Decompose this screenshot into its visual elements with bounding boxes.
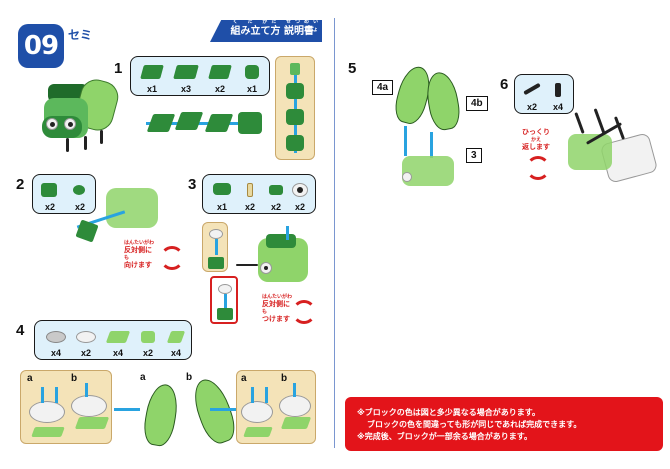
step-4-part-4: x2	[135, 325, 161, 359]
flip-icon	[526, 156, 550, 180]
step-2-number: 2	[16, 176, 25, 193]
step-6-note: ひっくり かえ 返します	[522, 128, 550, 151]
notice-line-3: ※完成後、ブロックが一部余る場合があります。	[357, 432, 532, 441]
step-4-arrow	[210, 408, 236, 411]
step-4-label-a: a	[140, 372, 146, 383]
step-2-parts-box: x2 x2	[32, 174, 96, 214]
step-1-assembly	[146, 108, 266, 140]
rotate-icon	[160, 246, 184, 270]
step-1-part-3: x2	[207, 61, 233, 95]
step-4-subassembly-right: a b	[236, 370, 316, 444]
step-3-eye-panel	[202, 222, 228, 272]
step-6-part-2: x4	[545, 79, 571, 113]
step-2-part-1: x2	[37, 179, 63, 213]
manual-title-ruby: く た かた せつめいしょ	[232, 19, 322, 33]
step-3-number: 3	[188, 176, 197, 193]
step-6-parts-box: x2 x4	[514, 74, 574, 114]
step-6-part-1: x2	[519, 79, 545, 113]
step-4-arrow	[114, 408, 140, 411]
model-number-badge: 09	[18, 24, 64, 68]
step-5-number: 5	[348, 60, 357, 77]
step-3-parts-box: x1 x2 x2 x2	[202, 174, 316, 214]
wing-b	[187, 374, 241, 448]
completed-cicada-model	[38, 75, 122, 156]
step-1-number: 1	[114, 60, 123, 77]
step-5-assembly	[391, 62, 466, 190]
rotate-icon	[292, 300, 316, 324]
step-4-parts-box: x4 x2 x4 x2 x4	[34, 320, 192, 360]
step-3-assembly	[236, 226, 310, 290]
step-1-part-1: x1	[139, 61, 165, 95]
step-3-eye-panel-alt	[210, 276, 238, 324]
step-4-part-2: x2	[73, 325, 99, 359]
color-notice: ※ブロックの色は図と多少異なる場合があります。 ブロックの色を間違っても形が同じ…	[345, 397, 663, 451]
manual-title-tag: く た かた せつめいしょ 組み立て方 説明書	[210, 20, 322, 42]
step-4-number: 4	[16, 322, 25, 339]
step-2-assembly	[62, 184, 162, 248]
step-4-part-3: x4	[105, 325, 131, 359]
notice-line-1: ※ブロックの色は図と多少異なる場合があります。	[357, 408, 540, 417]
step-4-label-b: b	[186, 372, 193, 383]
wing-a	[140, 381, 184, 449]
step-3-part-4: x2	[287, 179, 313, 213]
step-3-part-1: x1	[209, 179, 235, 213]
step-1-parts-box: x1 x3 x2 x1	[130, 56, 270, 96]
step-5-label-3: 3	[466, 148, 482, 163]
step-5-label-4a: 4a	[372, 80, 394, 95]
step-4-part-1: x4	[43, 325, 69, 359]
step-2-part-2: x2	[67, 179, 93, 213]
page-divider	[334, 18, 335, 448]
step-1-part-2: x3	[173, 61, 199, 95]
step-6-number: 6	[500, 76, 509, 93]
manual-title: 組み立て方 説明書	[230, 26, 314, 37]
step-3-part-3: x2	[263, 179, 289, 213]
step-5-label-4b: 4b	[466, 96, 488, 111]
step-3-note: はんたいがわ 反対側に も つけます	[262, 294, 293, 323]
step-1-subassembly-panel	[275, 56, 315, 160]
step-4-subassembly-left: a b	[20, 370, 112, 444]
step-2-note: はんたいがわ 反対側に も 向けます	[124, 240, 155, 269]
step-4-part-5: x4	[163, 325, 189, 359]
model-name: セミ	[68, 28, 93, 42]
step-6-assembly	[564, 98, 660, 188]
step-3-part-2: x2	[237, 179, 263, 213]
step-1-part-4: x1	[239, 61, 265, 95]
notice-line-2: ブロックの色を間違っても形が同じであれば完成できます。	[367, 420, 582, 429]
